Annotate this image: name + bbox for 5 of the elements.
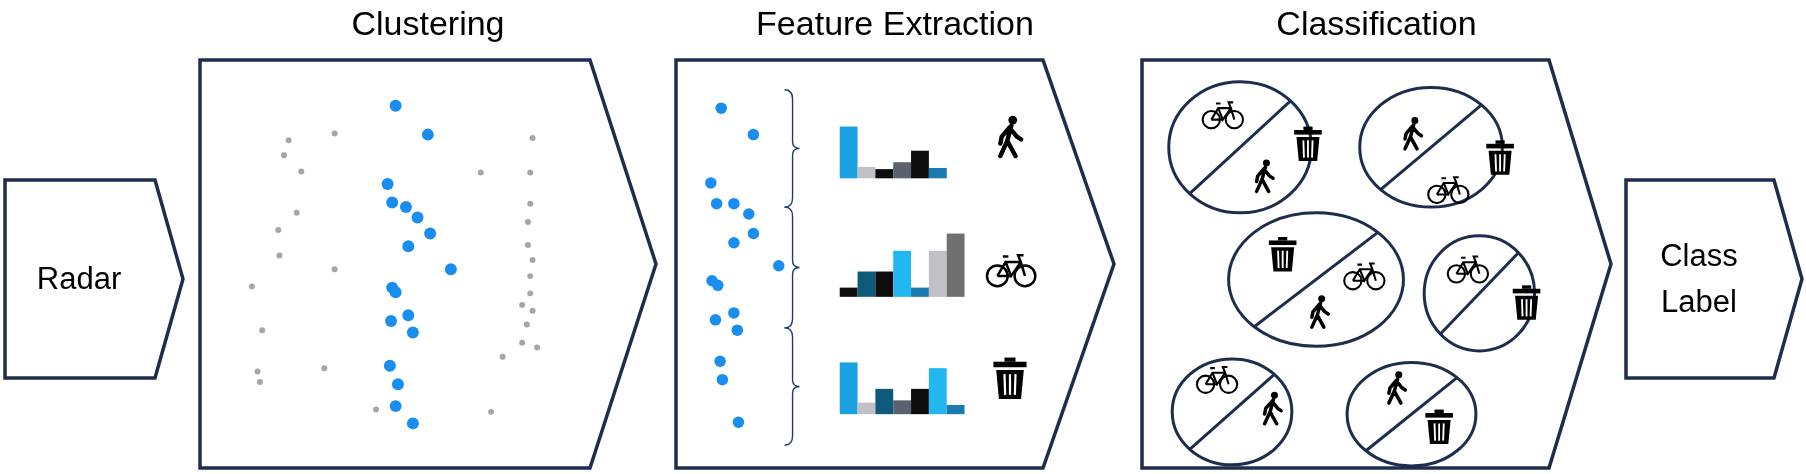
stage-label: Radar	[35, 260, 123, 298]
stage-title: Feature Extraction	[755, 4, 1035, 43]
stage-title: Clustering	[350, 4, 506, 43]
stage-label: Class Label	[1659, 237, 1739, 321]
stage-title: Classification	[1275, 4, 1478, 43]
